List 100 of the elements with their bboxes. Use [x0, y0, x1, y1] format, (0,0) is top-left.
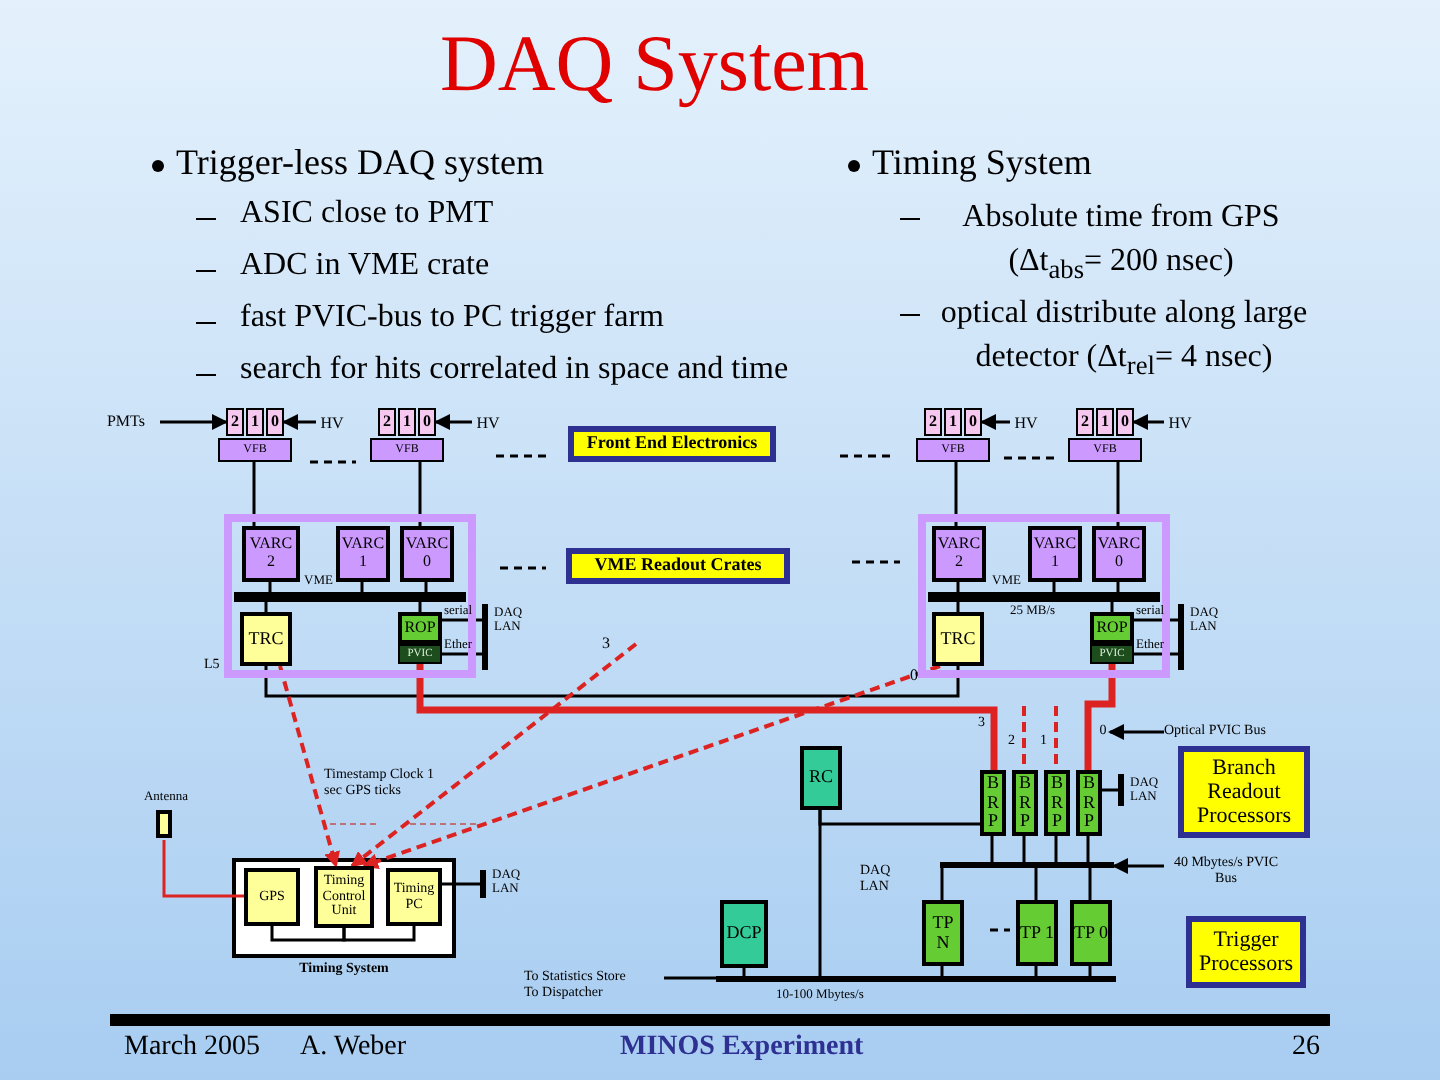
list-item: search for hits correlated in space and time [240, 352, 789, 388]
connector [990, 836, 994, 862]
callout-box: Trigger Processors [1186, 916, 1306, 988]
arrow [362, 664, 941, 869]
list-item: fast PVIC-bus to PC trigger farm [240, 300, 664, 336]
connector [1022, 706, 1026, 770]
module-box: VARC 1 [1028, 526, 1082, 582]
slide-title: DAQ System [440, 16, 869, 110]
connector [442, 882, 480, 886]
node-label: HV [472, 412, 504, 436]
channel-box: 0 [1116, 408, 1134, 436]
bus-bar [1118, 774, 1124, 806]
node-label: HV [1010, 412, 1042, 436]
processor-box: B R P [1012, 770, 1038, 836]
computer-box: DCP [720, 900, 768, 968]
connector [1088, 868, 1092, 900]
connector [1088, 966, 1092, 976]
channel-box: 1 [1096, 408, 1114, 436]
bus-bar [234, 592, 466, 602]
arrow [980, 414, 1010, 430]
connector [1102, 788, 1118, 792]
connector [424, 582, 428, 592]
bus-bar [482, 604, 488, 670]
connector [1022, 836, 1026, 862]
callout-box: Front End Electronics [568, 426, 776, 462]
module-box: VARC 2 [242, 526, 300, 582]
edge-label: 3 [602, 636, 610, 654]
channel-box: 0 [418, 408, 436, 436]
author-name: A. Weber [300, 1032, 407, 1063]
connector [1084, 664, 1116, 770]
connector [1134, 652, 1178, 656]
bus-bar [716, 976, 1116, 982]
connector [1034, 966, 1038, 976]
bus-bar [940, 862, 1114, 868]
connector [360, 582, 364, 592]
node-label: HV [316, 412, 348, 436]
processor-box: ROP [398, 612, 442, 644]
connector [664, 976, 716, 980]
footer-date: March 2005 [124, 1032, 261, 1063]
connector [342, 926, 416, 942]
module-box: VARC 1 [336, 526, 390, 582]
computer-box: RC [800, 746, 842, 810]
connector [1034, 868, 1038, 900]
connector [1116, 582, 1120, 592]
processor-box: B R P [1076, 770, 1102, 836]
processor-box: TP N [922, 900, 964, 966]
module-box: TRC [932, 612, 984, 666]
connector [442, 618, 482, 622]
connector [264, 666, 960, 698]
channel-box: 2 [1076, 408, 1094, 436]
crate-frame [918, 514, 1170, 678]
connector [1054, 706, 1058, 770]
connector [270, 926, 346, 942]
connector [264, 602, 268, 612]
bus-bar [1178, 604, 1184, 670]
processor-box: TP 1 [1016, 900, 1058, 966]
bus-bar [480, 870, 486, 898]
processor-box: ROP [1090, 612, 1134, 644]
crate-frame [224, 514, 476, 678]
bus-bar [928, 592, 1160, 602]
connector [1116, 462, 1120, 526]
channel-box: 2 [226, 408, 244, 436]
connector [416, 664, 998, 770]
connector [1086, 836, 1090, 862]
channel-box: 1 [398, 408, 416, 436]
callout-box: Branch Readout Processors [1178, 746, 1310, 838]
connector [418, 602, 422, 612]
connector [956, 602, 960, 612]
list-item: ADC in VME crate [240, 248, 490, 284]
channel-box: 1 [944, 408, 962, 436]
bullet-text: Timing System [872, 144, 1092, 184]
list-item: ASIC close to PMT [240, 196, 494, 232]
channel-box: 2 [924, 408, 942, 436]
node-label: HV [1164, 412, 1196, 436]
processor-box: TP 0 [1070, 900, 1112, 966]
arrow [434, 414, 472, 430]
connector [940, 868, 944, 900]
arrow [350, 642, 638, 868]
module-box: VARC 0 [1092, 526, 1146, 582]
connector [418, 462, 422, 526]
arrow [278, 665, 340, 868]
module-box: TRC [240, 612, 292, 666]
connector [940, 966, 944, 976]
connector [268, 582, 272, 592]
module-box: VARC 0 [400, 526, 454, 582]
bullet-text: Trigger-less DAQ system [176, 144, 544, 184]
arrow [1108, 724, 1164, 740]
channel-box: 0 [266, 408, 284, 436]
arrow [160, 414, 228, 430]
connector [818, 810, 822, 976]
arrow [1112, 858, 1164, 874]
channel-box: 0 [964, 408, 982, 436]
list-item: Absolute time from GPS (Δt$_{abs}$= 200 nsec) [960, 198, 1282, 289]
module-box: VARC 2 [932, 526, 986, 582]
node-label: PMTs [92, 410, 160, 434]
edge-label: 0 [910, 668, 918, 686]
processor-box: B R P [980, 770, 1006, 836]
channel-box: 1 [246, 408, 264, 436]
connector [956, 582, 960, 592]
callout-box: VME Readout Crates [566, 548, 790, 584]
